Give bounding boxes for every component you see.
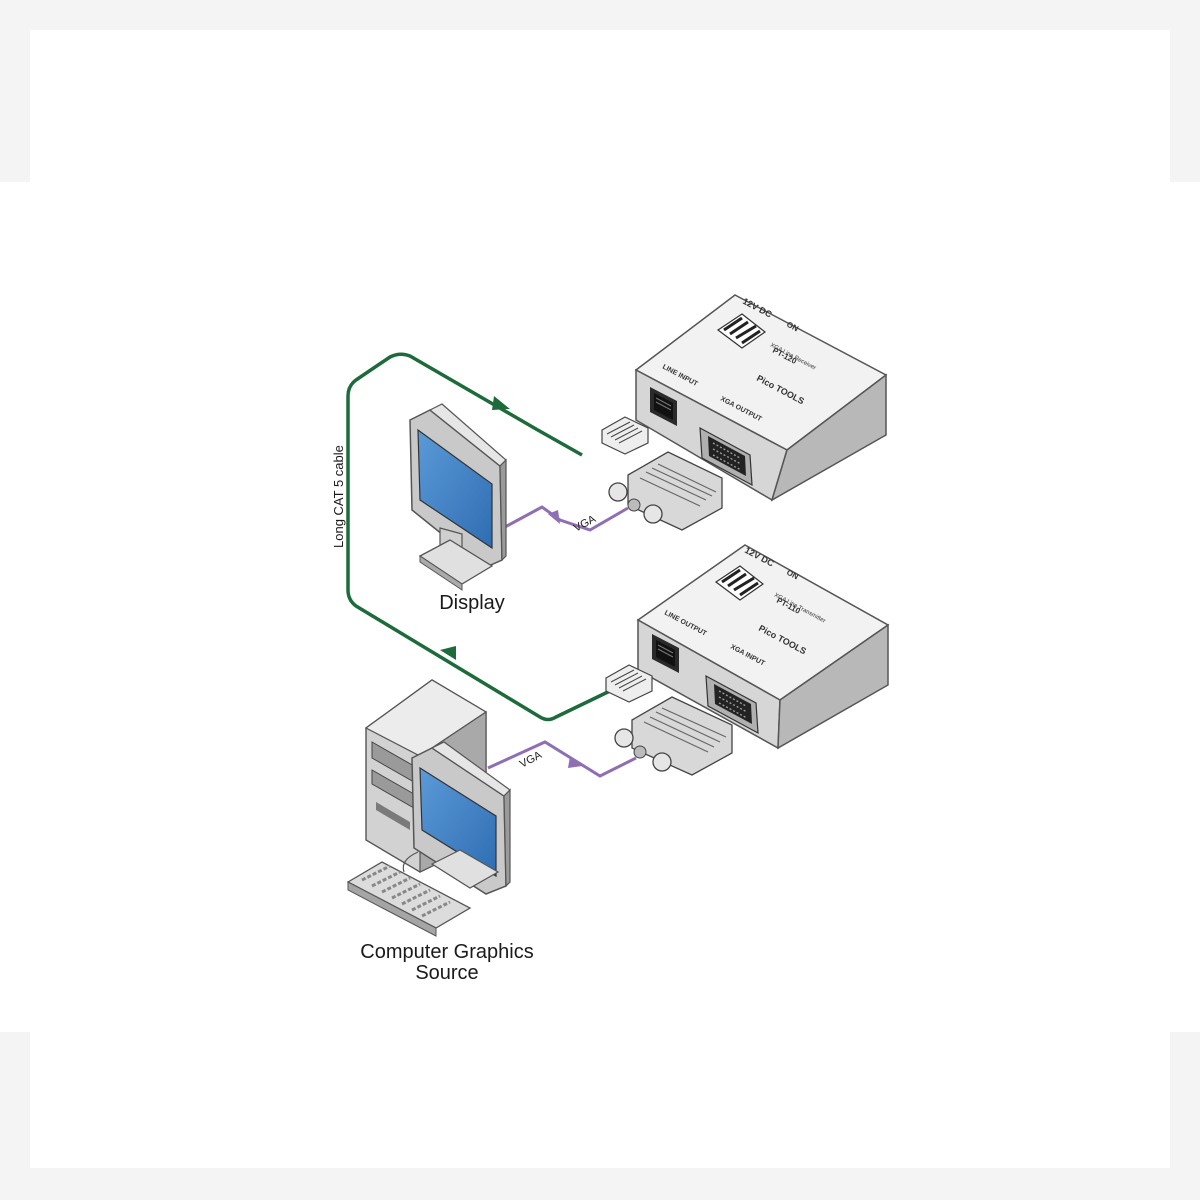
vga-cable-bottom [487, 740, 637, 778]
vga-plug-icon [608, 451, 723, 531]
transmitter-device: 12V DC ON Pico TOOLS PT-110 XGA Line Tra… [636, 544, 890, 750]
vga-cable-top [504, 505, 629, 532]
vga-arrow-icon [568, 756, 582, 768]
vga-plug-icon [614, 696, 733, 776]
bottom-margin-band [30, 1032, 1170, 1168]
rj45-plug-icon [601, 416, 649, 455]
source-label-line1: Computer Graphics [360, 941, 533, 963]
rj45-port-icon [650, 387, 677, 426]
vga-label-top: VGA [572, 513, 599, 535]
rj45-plug-icon [605, 664, 653, 703]
receiver-device: 12V DC ON Pico TOOLS PT-120 XGA Line Rec… [634, 294, 888, 502]
vga-port-icon [705, 674, 759, 735]
display-label: Display [439, 592, 505, 614]
connection-diagram: Long CAT 5 cable 12V DC ON Pico TOOLS PT… [331, 294, 890, 984]
cat5-cable [346, 352, 613, 722]
vga-port-icon [699, 426, 753, 487]
kramer-logo-icon [714, 565, 765, 601]
cable-arrow-icon [492, 396, 510, 410]
source-label-line2: Source [415, 962, 478, 984]
computer-source-icon [346, 679, 511, 937]
diagram-stage: Long CAT 5 cable 12V DC ON Pico TOOLS PT… [0, 182, 1200, 1032]
display-monitor-icon [409, 403, 507, 591]
cable-arrow-icon [440, 646, 456, 660]
kramer-logo-icon [716, 313, 767, 349]
vga-arrow-icon [548, 510, 560, 524]
cable-label: Long CAT 5 cable [331, 445, 346, 548]
top-margin-band [30, 30, 1170, 182]
rj45-port-icon [652, 634, 679, 673]
